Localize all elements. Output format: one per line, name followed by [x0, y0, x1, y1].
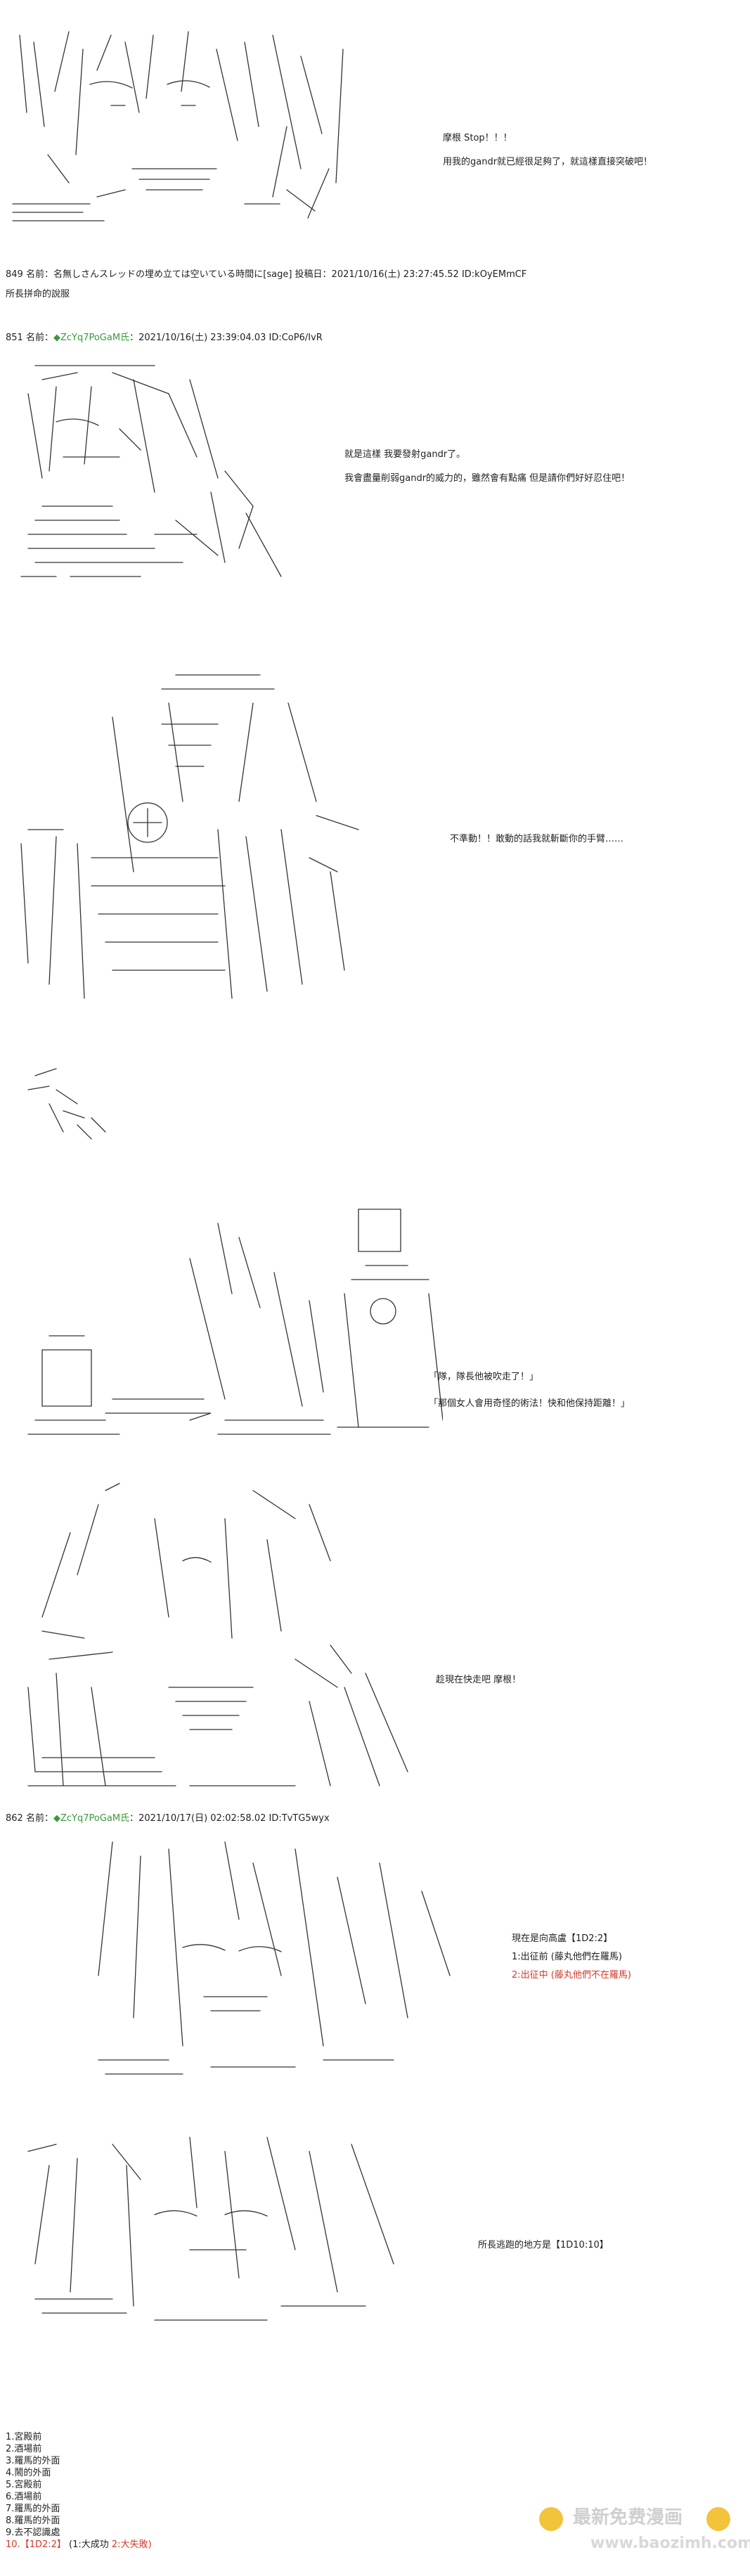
list-item: 5.宮殿前	[6, 2480, 42, 2490]
list-item: 4.鬧的外面	[6, 2468, 51, 2478]
post-header: 849 名前：名無しさんスレッドの埋め立ては空いている時間に[sage] 投稿日…	[6, 269, 527, 280]
choice-line-selected: 2:出征中 (藤丸他們不在羅馬)	[512, 1970, 631, 1981]
emoji-icon	[706, 2507, 730, 2531]
ascii-art-5	[7, 1195, 443, 1462]
list-text: (1:大成功	[69, 2539, 109, 2550]
post-number: 851	[6, 333, 23, 343]
dialogue-line: 用我的gandr就已經很足夠了，就這樣直接突破吧！	[443, 157, 653, 167]
post-date: ：2021/10/16(土) 23:39:04.03 ID:CoP6/IvR	[129, 333, 323, 343]
name-label: 名前：	[25, 1813, 53, 1824]
post-number: 862	[6, 1813, 23, 1824]
ascii-art-7	[28, 1835, 464, 2102]
tripcode: ◆ZcYq7PoGaM氏	[53, 1813, 130, 1824]
post-date: ：2021/10/17(日) 02:02:58.02 ID:TvTG5wyx	[129, 1813, 330, 1824]
dialogue-line: 不準動！！敢動的話我就斬斷你的手臂……	[450, 834, 624, 844]
watermark-title: 最新免费漫画	[573, 2507, 683, 2528]
tripcode: ◆ZcYq7PoGaM氏	[53, 333, 130, 343]
dice-roll: 【1D2:2】	[20, 2539, 66, 2550]
dialogue-line: 就是這樣 我要發射gandr了。	[344, 449, 466, 460]
ascii-art-1	[6, 28, 441, 239]
list-item: 1.宮殿前	[6, 2432, 42, 2442]
choice-line: 1:出征前 (藤丸他們在羅馬)	[512, 1952, 622, 1962]
ascii-art-4	[21, 1062, 134, 1153]
name-label: 名前：	[25, 333, 53, 343]
ascii-art-3	[7, 661, 443, 1012]
ascii-art-6	[14, 1476, 422, 1800]
list-item-last: 10.【1D2:2】 (1:大成功 2:大失敗)	[6, 2539, 152, 2551]
dialogue-line: 我會盡量削弱gandr的威力的，雖然會有點痛 但是請你們好好忍住吧！	[344, 473, 631, 484]
dialogue-line: 「隊，隊長他被吹走了！」	[429, 1372, 539, 1382]
list-item: 8.羅馬的外面	[6, 2516, 60, 2526]
dialogue-line: 「那個女人會用奇怪的術法！快和他保持距離！」	[429, 1398, 631, 1409]
list-item: 2.酒場前	[6, 2444, 42, 2454]
list-item: 6.酒場前	[6, 2492, 42, 2502]
site-watermark: 最新免费漫画 www.baozimh.com	[524, 2499, 750, 2562]
emoji-icon	[539, 2507, 563, 2531]
ascii-art-2	[14, 352, 408, 591]
dialogue-line: 摩根 Stop！！！	[443, 133, 512, 143]
post-header: 851 名前：◆ZcYq7PoGaM氏：2021/10/16(土) 23:39:…	[6, 332, 323, 344]
list-text-red: 2:大失敗)	[111, 2539, 152, 2550]
dialogue-line: 現在是向高盧【1D2:2】	[512, 1933, 613, 1944]
dialogue-line: 所長逃跑的地方是【1D10:10】	[478, 2240, 609, 2250]
post-body: 所長拼命的說服	[6, 289, 70, 300]
list-item: 3.羅馬的外面	[6, 2456, 60, 2466]
watermark-url: www.baozimh.com	[590, 2535, 750, 2552]
list-item: 9.去不認識處	[6, 2527, 60, 2538]
list-number: 10.	[6, 2539, 20, 2550]
post-header: 862 名前：◆ZcYq7PoGaM氏：2021/10/17(日) 02:02:…	[6, 1812, 330, 1825]
ascii-art-8	[14, 2123, 422, 2334]
list-item: 7.羅馬的外面	[6, 2504, 60, 2514]
dialogue-line: 趁現在快走吧 摩根！	[436, 1675, 522, 1685]
result-list: 1.宮殿前 2.酒場前 3.羅馬的外面 4.鬧的外面 5.宮殿前 6.酒場前 7…	[6, 2431, 152, 2551]
